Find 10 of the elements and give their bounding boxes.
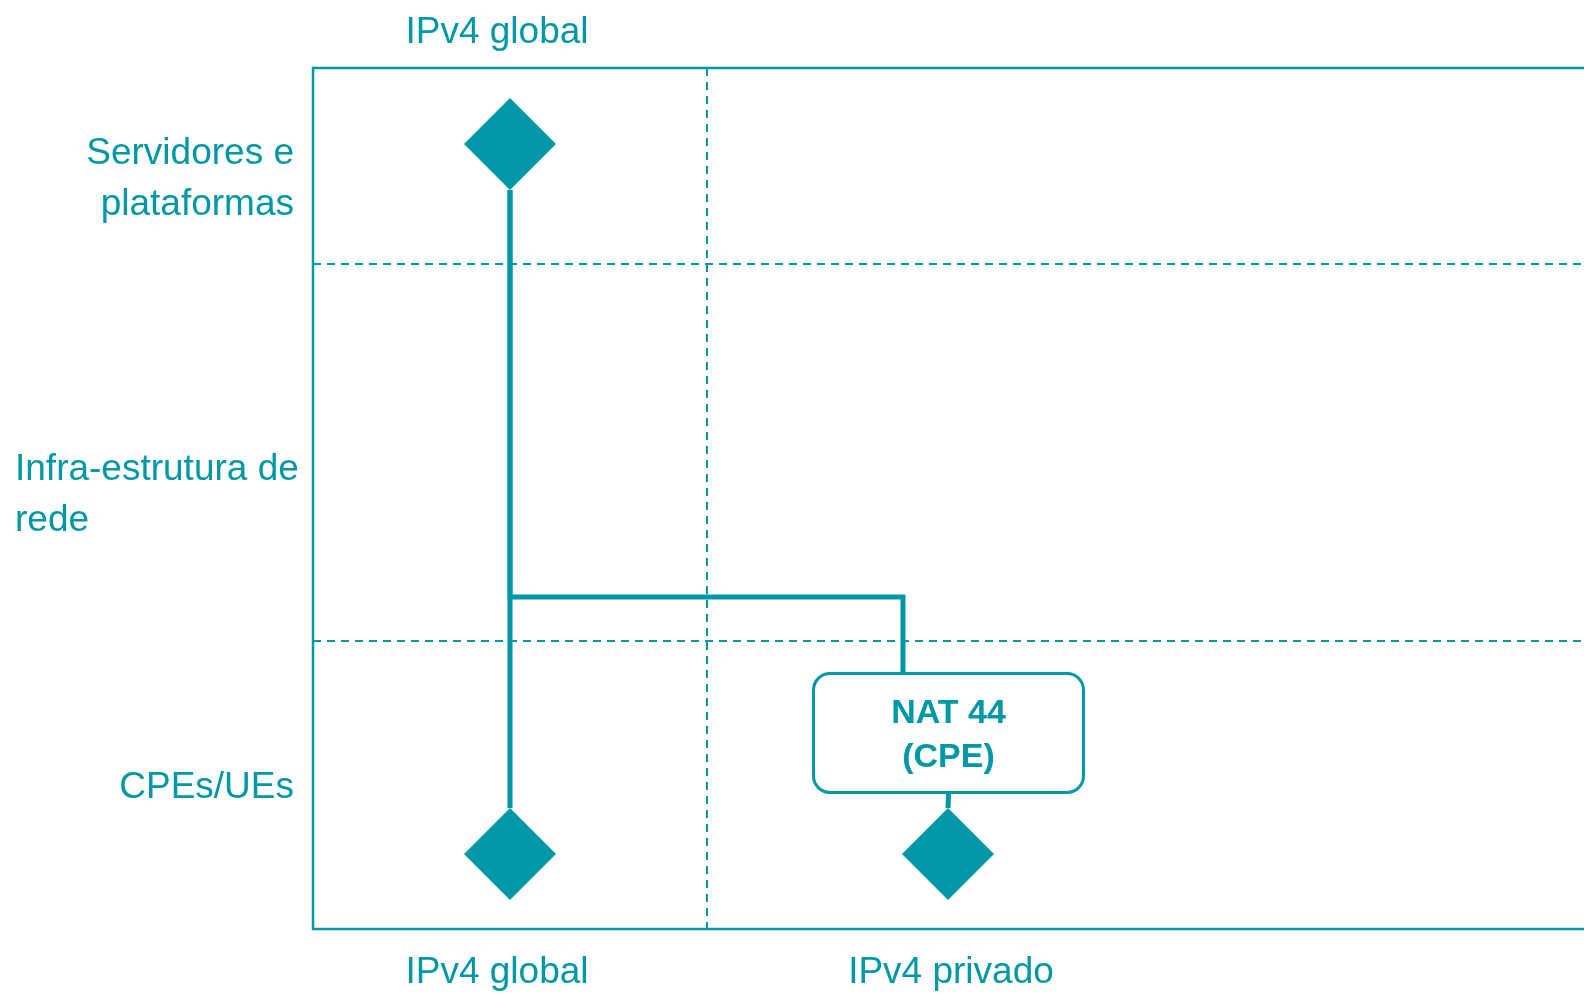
box-label: NAT 44 (CPE) bbox=[890, 691, 1007, 776]
process-box bbox=[812, 672, 1085, 794]
connector-line bbox=[945, 793, 951, 809]
column-footer: IPv4 privado bbox=[790, 945, 1112, 995]
row-header: CPEs/UEs bbox=[118, 764, 294, 808]
column-footer: IPv4 global bbox=[347, 945, 647, 995]
column-header: IPv4 global bbox=[404, 9, 590, 53]
connector-line bbox=[507, 190, 906, 672]
row-header: Infra-estrutura de rede bbox=[15, 446, 300, 541]
row-header: Servidores e plataformas bbox=[85, 130, 294, 225]
